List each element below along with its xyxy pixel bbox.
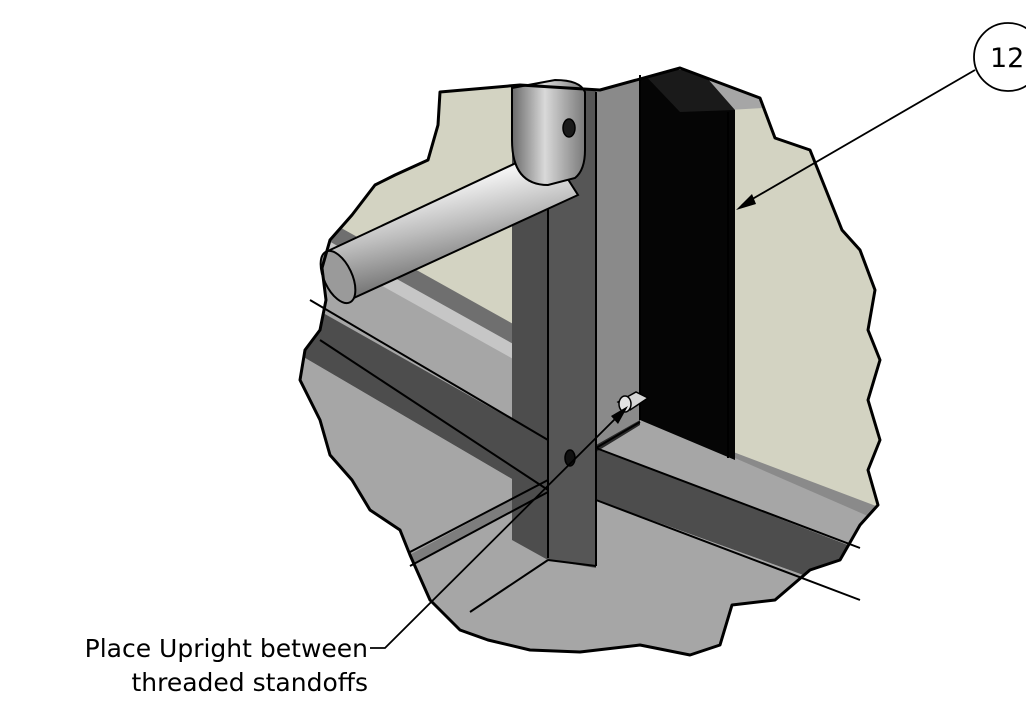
callout-line-2: threaded standoffs	[131, 668, 368, 697]
edge-lines	[309, 75, 861, 613]
callout-arrowhead	[611, 406, 628, 424]
floor-groove	[400, 480, 548, 572]
gap-recess	[640, 70, 735, 460]
item-balloon	[973, 22, 1026, 92]
set-screw-hole	[562, 118, 576, 138]
rod-end-cap	[511, 78, 586, 187]
balloon-arrowhead	[736, 194, 756, 210]
callout-leader-line	[370, 411, 623, 649]
handle-rod	[319, 146, 580, 305]
balloon-leader-line	[741, 69, 976, 206]
balloon-label: 12	[990, 43, 1024, 74]
upright-right-face	[596, 68, 640, 445]
callout-line-1: Place Upright between	[85, 634, 368, 663]
detail-break-outline	[298, 66, 882, 657]
right-rail-edge	[728, 450, 880, 530]
recess-top	[640, 70, 735, 112]
